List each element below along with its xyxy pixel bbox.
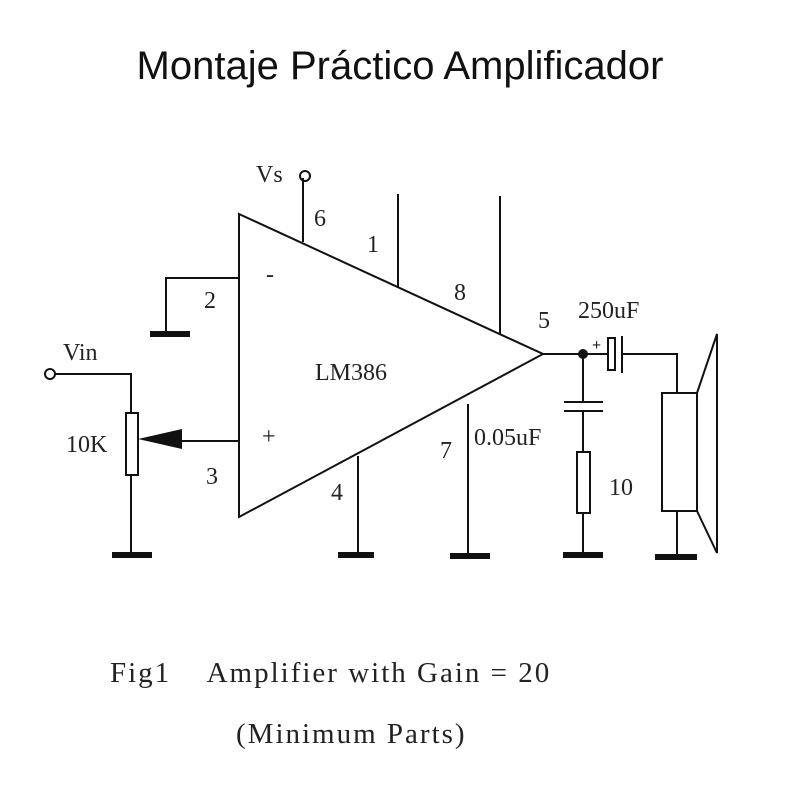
pin2-label: 2	[204, 288, 216, 314]
output-cap-label: 250uF	[578, 298, 639, 324]
pin4-label: 4	[331, 480, 343, 506]
pin1-label: 1	[367, 232, 379, 258]
pin8-label: 8	[454, 280, 466, 306]
figure-caption: Fig1 Amplifier with Gain = 20	[110, 657, 551, 689]
zobel-res-label: 10	[609, 475, 633, 501]
output-capacitor-plate-positive	[607, 337, 616, 371]
opamp-triangle	[238, 212, 546, 519]
speaker-coil	[661, 392, 698, 512]
pin7-label: 7	[440, 438, 452, 464]
inverting-sign: -	[266, 262, 274, 288]
vin-terminal	[44, 368, 56, 380]
ic-label: LM386	[315, 360, 387, 386]
figure-subcaption: (Minimum Parts)	[236, 718, 467, 750]
noninverting-sign: +	[262, 424, 276, 450]
zobel-cap-label: 0.05uF	[474, 425, 541, 451]
vin-label: Vin	[63, 340, 98, 366]
pot-label: 10K	[66, 432, 108, 458]
cap-polarity: +	[592, 337, 601, 354]
pin3-label: 3	[206, 464, 218, 490]
speaker-wire	[622, 353, 678, 393]
pin6-label: 6	[314, 206, 326, 232]
vin-wire	[55, 373, 132, 413]
vs-label: Vs	[256, 162, 283, 188]
vs-terminal	[299, 170, 311, 182]
pin5-label: 5	[538, 308, 550, 334]
pin2-wire	[165, 277, 239, 333]
wiper-arrow-icon	[138, 429, 182, 449]
page-title: Montaje Práctico Amplificador	[136, 44, 664, 88]
potentiometer	[125, 412, 139, 476]
speaker-cone-icon	[696, 333, 718, 554]
zobel-resistor	[576, 451, 591, 514]
